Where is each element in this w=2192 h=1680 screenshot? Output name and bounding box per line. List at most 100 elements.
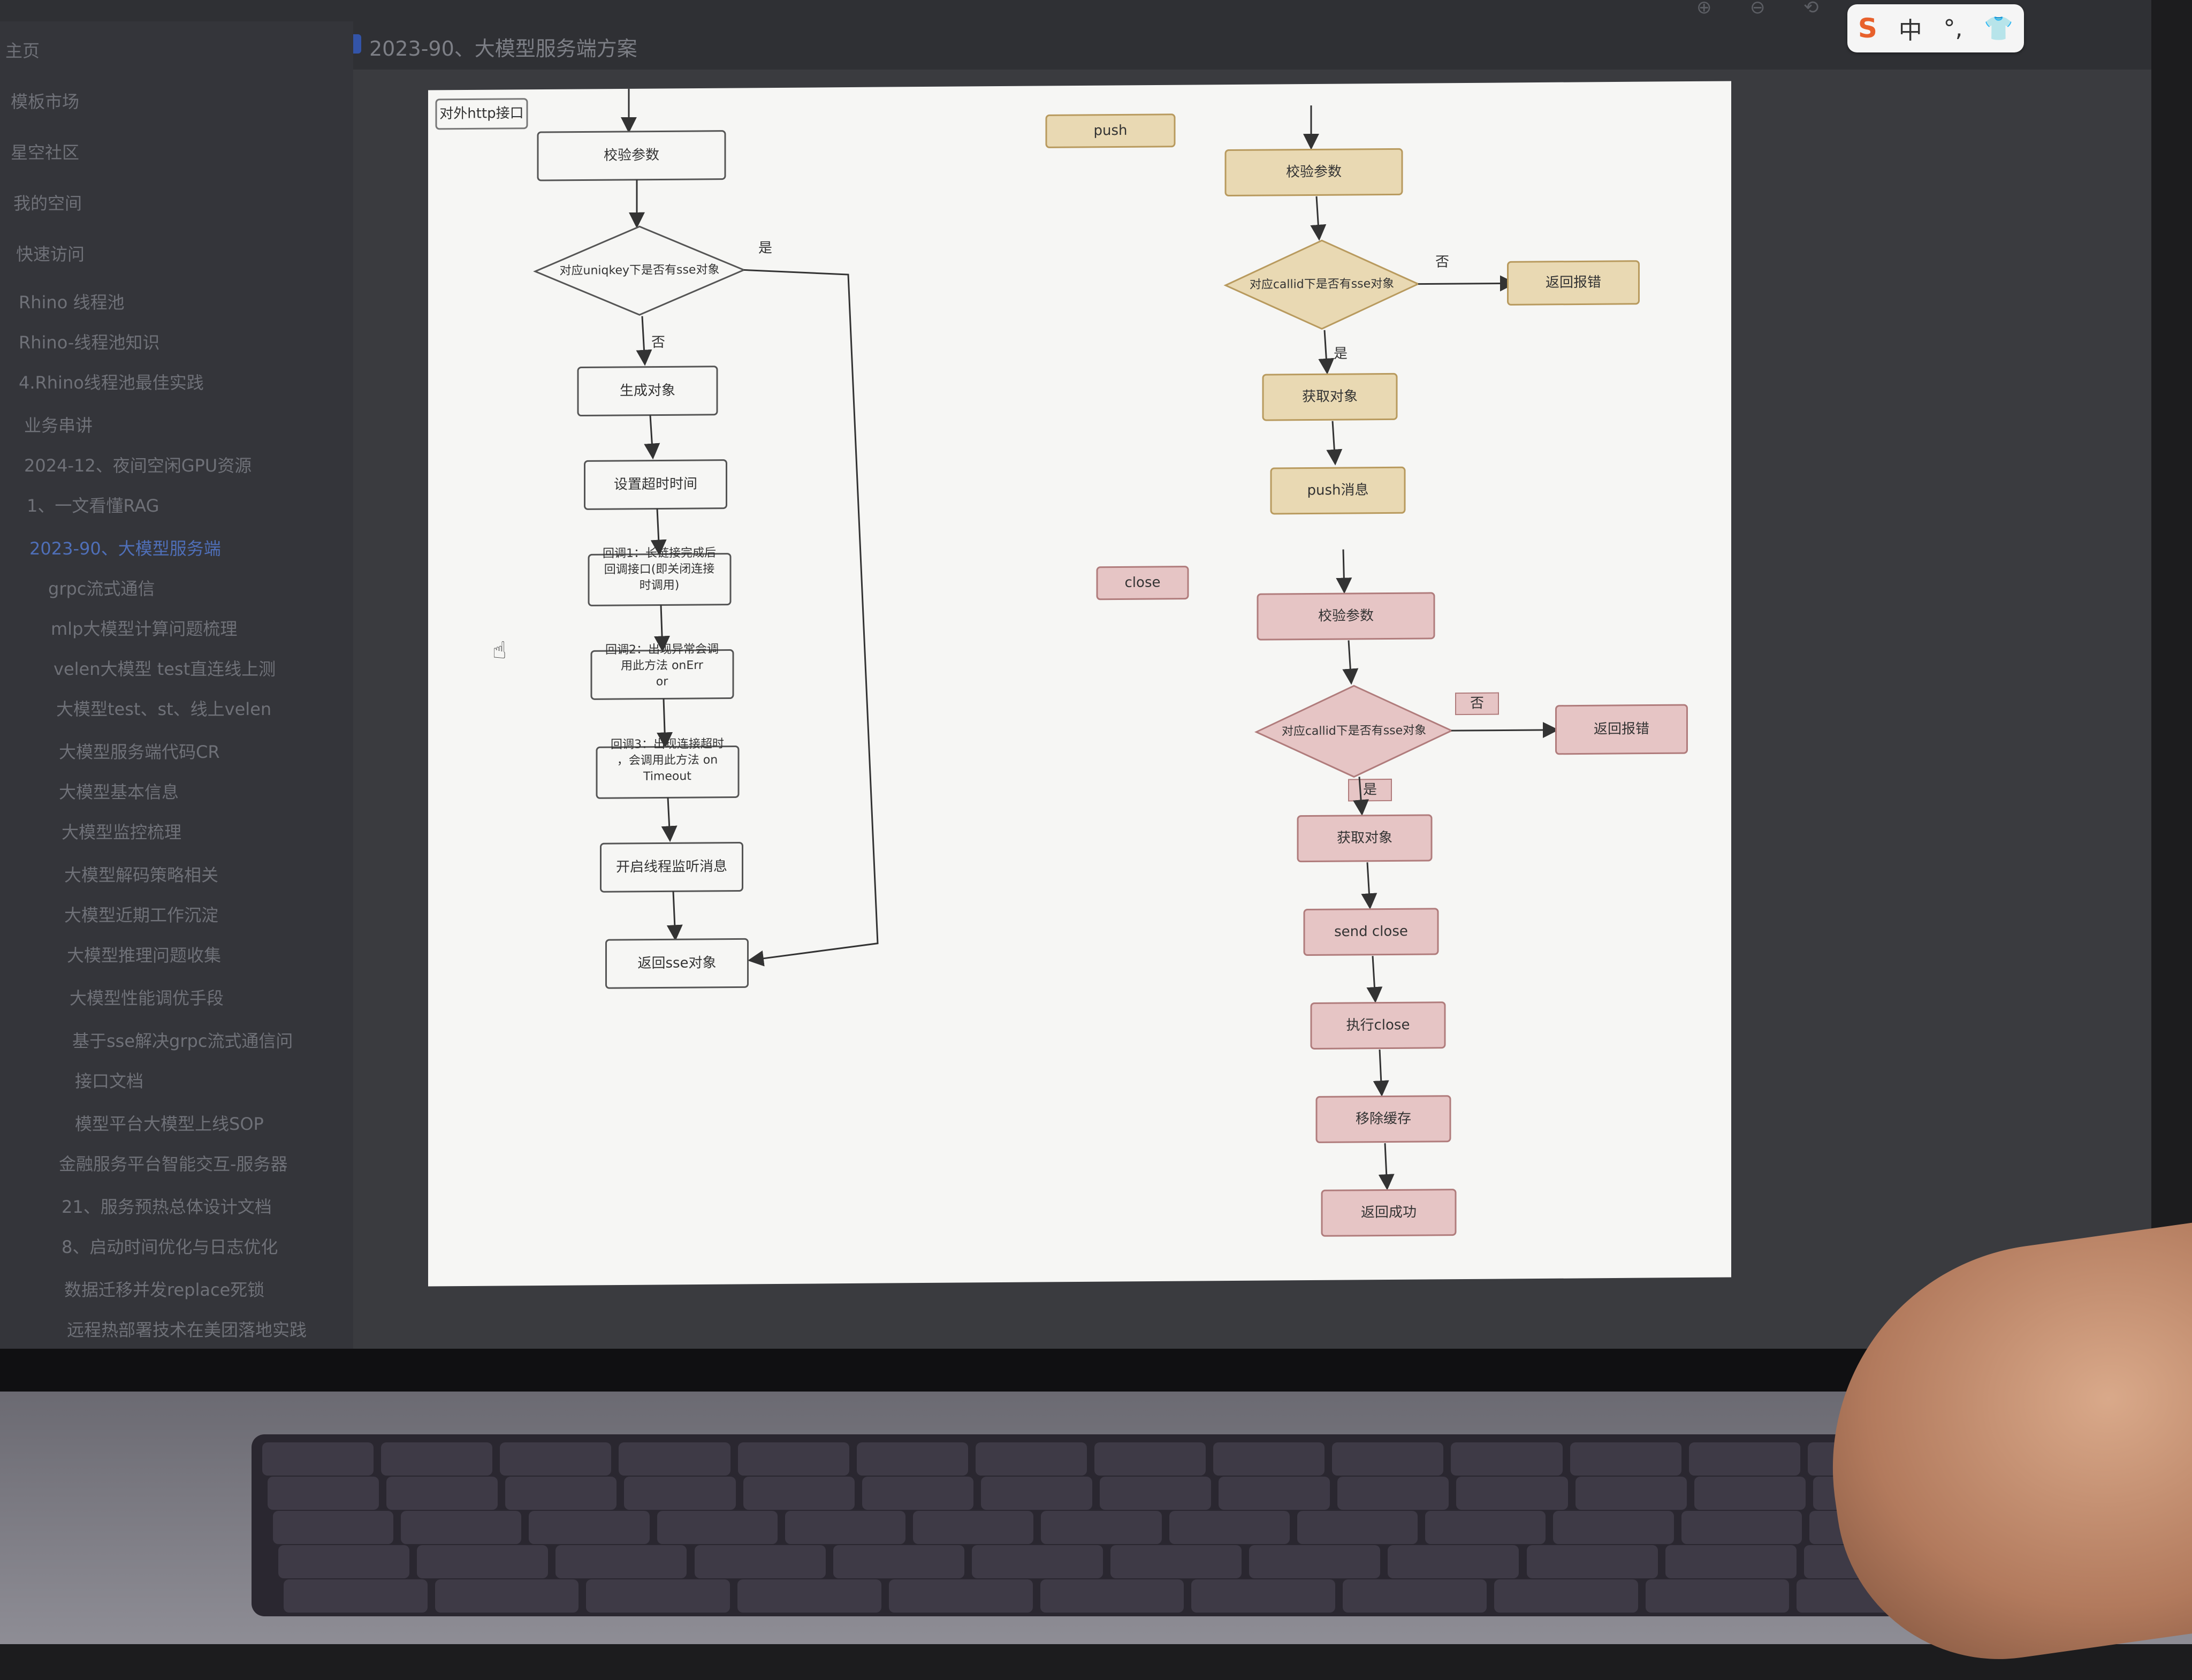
keyboard-key — [624, 1477, 736, 1510]
no-badge — [1455, 692, 1499, 716]
sidebar-item[interactable]: 星空社区 — [11, 142, 80, 163]
sidebar-item[interactable]: 大模型test、st、线上velen — [56, 699, 272, 719]
process-box — [588, 553, 732, 606]
sidebar-item[interactable]: 数据迁移并发replace死锁 — [64, 1280, 265, 1300]
node-label: 否 — [651, 335, 665, 351]
flow-arrow — [1373, 1050, 1389, 1097]
flow-arrow — [1310, 196, 1327, 241]
keyboard-key — [1694, 1477, 1806, 1510]
sidebar-item[interactable]: 4.Rhino线程池最佳实践 — [19, 373, 204, 393]
sogou-logo[interactable]: S — [1858, 13, 1877, 44]
keyboard-key — [1191, 1579, 1336, 1613]
sidebar-item[interactable]: 基于sse解决grpc流式通信问 — [72, 1031, 293, 1051]
sidebar-item[interactable]: 大模型服务端代码CR — [59, 742, 220, 762]
sidebar-item[interactable]: 大模型性能调优手段 — [70, 988, 224, 1008]
keyboard-key — [1040, 1579, 1184, 1613]
node-label: 是 — [1334, 346, 1348, 362]
sidebar-item[interactable]: 大模型监控梳理 — [62, 822, 182, 842]
hand-cursor-icon: ☝ — [492, 637, 507, 664]
keyboard-key — [1425, 1511, 1546, 1544]
keyboard-key — [1297, 1511, 1418, 1544]
node-label: 返回报错 — [1546, 275, 1601, 291]
process-box — [1315, 1095, 1451, 1143]
sidebar-item[interactable]: 1、一文看懂RAG — [27, 496, 159, 516]
node-label: 返回报错 — [1594, 721, 1649, 738]
zoom-in-icon[interactable]: ⊕ — [1696, 0, 1712, 18]
keyboard-key — [1553, 1511, 1674, 1544]
keyboard-key — [268, 1477, 379, 1510]
rotate-icon[interactable]: ⟲ — [1803, 0, 1819, 18]
keyboard-key — [401, 1511, 522, 1544]
page-title: 2023-90、大模型服务端方案 — [369, 37, 637, 60]
keyboard-key — [284, 1579, 428, 1613]
keyboard-key — [1688, 1442, 1800, 1476]
sidebar-item[interactable]: 2024-12、夜间空闲GPU资源 — [24, 455, 252, 476]
sidebar-item[interactable]: 业务串讲 — [24, 415, 93, 436]
flow-arrow — [743, 269, 879, 967]
sidebar-item[interactable]: velen大模型 test直连线上测 — [54, 659, 276, 679]
sidebar-item[interactable]: grpc流式通信 — [48, 579, 155, 599]
keyboard-key — [1213, 1442, 1325, 1476]
sidebar-item[interactable]: 接口文档 — [75, 1071, 144, 1091]
flow-arrow — [1336, 549, 1352, 594]
process-box — [1310, 1001, 1446, 1050]
sidebar-item[interactable]: 8、启动时间优化与日志优化 — [62, 1237, 278, 1257]
keyboard-key — [1451, 1442, 1563, 1476]
sidebar-item[interactable]: 远程热部署技术在美团落地实践 — [67, 1320, 307, 1340]
node-label: 否 — [1435, 254, 1449, 270]
ime-lang-toggle[interactable]: 中 — [1898, 17, 1922, 44]
close-label-box — [1096, 566, 1189, 600]
keyboard-key — [1249, 1545, 1381, 1578]
keyboard-key — [913, 1511, 1034, 1544]
sidebar-item[interactable]: 我的空间 — [13, 193, 82, 214]
ime-toolbar[interactable]: S 中 °, 👕 — [1847, 4, 2024, 52]
node-label: push — [1093, 123, 1127, 139]
ime-skin-icon[interactable]: 👕 — [1984, 15, 2014, 42]
keyboard-key — [417, 1545, 549, 1578]
node-label: 获取对象 — [1302, 389, 1358, 405]
ime-punct-toggle[interactable]: °, — [1943, 14, 1963, 42]
sidebar-item[interactable]: Rhino-线程池知识 — [19, 332, 160, 353]
node-label: 开启线程监听消息 — [616, 858, 727, 875]
process-box — [537, 130, 726, 181]
push-label-box — [1045, 113, 1176, 148]
flow-arrow — [1378, 1143, 1395, 1190]
sidebar-item[interactable]: 大模型近期工作沉淀 — [64, 905, 219, 925]
decision-diamond — [533, 225, 746, 316]
sidebar-item[interactable]: 大模型推理问题收集 — [67, 945, 222, 966]
sidebar-item[interactable]: 2023-90、大模型服务端 — [29, 538, 221, 559]
flow-arrow — [1418, 275, 1516, 292]
zoom-out-icon[interactable]: ⊖ — [1750, 0, 1765, 18]
flow-arrow — [657, 698, 673, 749]
laptop-screen: 2023-90、大模型服务端方案 ⊕ ⊖ ⟲ 主页模板市场星空社区我的空间快速访… — [0, 0, 2151, 1349]
keyboard-key — [975, 1442, 1087, 1476]
flow-arrow — [661, 797, 678, 842]
keyboard-key — [1169, 1511, 1290, 1544]
node-label: 校验参数 — [1318, 608, 1374, 625]
process-box — [600, 841, 743, 893]
sidebar-item[interactable]: 金融服务平台智能交互-服务器 — [59, 1154, 288, 1174]
node-label: 移除缓存 — [1356, 1111, 1411, 1127]
node-label: push消息 — [1307, 482, 1368, 499]
sidebar-item[interactable]: 模板市场 — [11, 92, 80, 112]
sidebar-item[interactable]: 大模型基本信息 — [59, 782, 179, 802]
keyboard-key — [386, 1477, 498, 1510]
sidebar-item[interactable]: 大模型解码策略相关 — [64, 865, 219, 885]
process-box — [1224, 148, 1403, 197]
keyboard-key — [737, 1442, 849, 1476]
sidebar-item[interactable]: 快速访问 — [16, 244, 85, 264]
sidebar: 主页模板市场星空社区我的空间快速访问 Rhino 线程池 Rhino-线程池知识 4.… — [0, 21, 353, 1349]
keyboard-key — [500, 1442, 612, 1476]
flow-arrow — [636, 316, 652, 366]
sidebar-item[interactable]: 主页 — [5, 41, 40, 61]
keyboard-key — [381, 1442, 493, 1476]
sidebar-item[interactable]: 模型平台大模型上线SOP — [75, 1114, 264, 1134]
sidebar-item[interactable]: Rhino 线程池 — [19, 292, 125, 313]
node-label: 校验参数 — [1286, 164, 1342, 180]
diagram-canvas: 对外http接口校验参数对应uniqkey下是否有sse对象是否生成对象设置超时… — [428, 81, 1731, 1287]
sidebar-item[interactable]: 21、服务预热总体设计文档 — [62, 1197, 272, 1217]
sidebar-item[interactable]: mlp大模型计算问题梳理 — [51, 619, 238, 639]
node-label: 对应uniqkey下是否有sse对象 — [560, 263, 720, 278]
keyboard-key — [1494, 1579, 1638, 1613]
